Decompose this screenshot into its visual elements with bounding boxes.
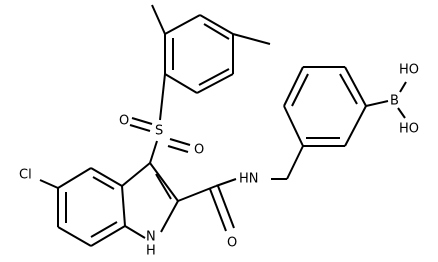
bond xyxy=(57,226,92,247)
atom-labels: Cl S O O HN O N H B HO HO xyxy=(19,63,419,259)
bond xyxy=(397,107,406,119)
bond xyxy=(149,162,179,202)
bond xyxy=(90,221,118,238)
bond xyxy=(203,23,230,40)
bond xyxy=(129,124,151,132)
indole-nitrogen-label: N xyxy=(146,230,156,245)
bond xyxy=(283,105,304,147)
bond xyxy=(365,100,389,107)
bond xyxy=(286,145,304,180)
bond xyxy=(121,185,126,227)
bond xyxy=(283,66,304,107)
boron-label: B xyxy=(390,94,399,109)
bond xyxy=(164,14,201,35)
bond xyxy=(199,14,234,35)
indole-hydrogen-label: H xyxy=(146,244,156,259)
bond xyxy=(131,117,153,125)
bond xyxy=(169,138,191,146)
bond xyxy=(198,68,230,86)
bond xyxy=(57,167,92,189)
bond xyxy=(209,188,227,232)
bond xyxy=(121,162,151,187)
bond xyxy=(232,33,271,45)
bond xyxy=(164,73,198,94)
amide-nitrogen-label: HN xyxy=(239,172,259,187)
hydroxyl-bottom-label: HO xyxy=(399,122,419,137)
bond xyxy=(151,4,166,35)
bond xyxy=(159,73,166,121)
bond xyxy=(177,185,217,202)
bond xyxy=(399,81,407,93)
bond xyxy=(124,225,146,239)
sulfur-label: S xyxy=(155,124,163,139)
bond xyxy=(90,167,123,187)
bond xyxy=(291,73,309,107)
bond xyxy=(344,105,367,147)
bond xyxy=(160,200,179,233)
bond xyxy=(196,73,234,94)
amide-oxygen-label: O xyxy=(227,236,237,251)
bond xyxy=(344,66,367,107)
bond xyxy=(217,185,235,229)
bond xyxy=(90,225,126,247)
hydroxyl-top-label: HO xyxy=(399,63,419,78)
sulfonyl-oxygen-left-label: O xyxy=(119,114,129,129)
bond xyxy=(92,176,115,190)
bond xyxy=(155,173,172,200)
chlorine-label: Cl xyxy=(19,168,32,183)
bond xyxy=(215,178,237,187)
bond xyxy=(167,145,189,153)
bond xyxy=(149,140,158,164)
bonds xyxy=(39,4,407,247)
bond xyxy=(339,73,358,105)
bond xyxy=(39,179,59,189)
sulfonyl-oxygen-right-label: O xyxy=(194,143,204,158)
